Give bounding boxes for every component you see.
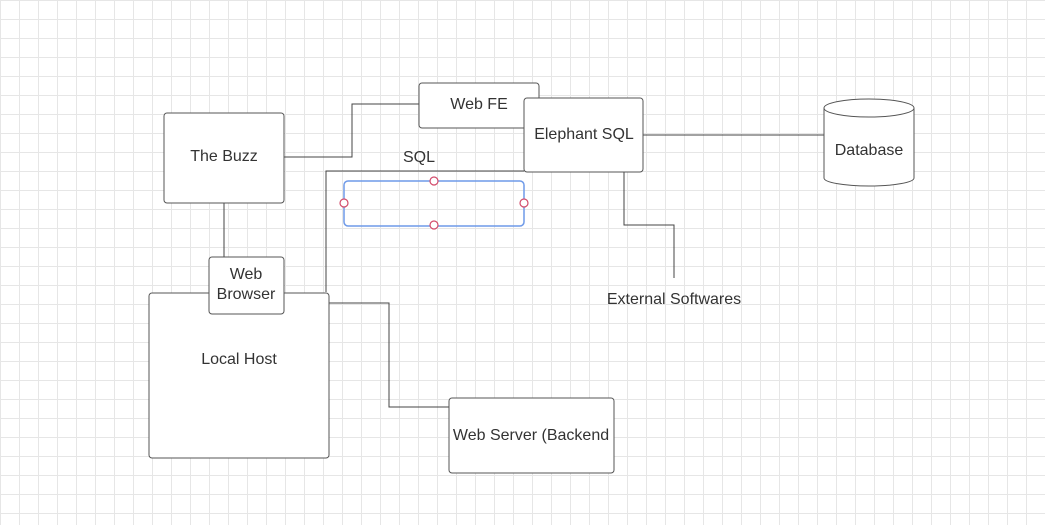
web-fe-node[interactable]: Web FE <box>418 82 540 129</box>
web-fe-label: Web FE <box>450 96 508 113</box>
resize-handle-left[interactable] <box>339 198 349 208</box>
connector-buzz-to-webfe[interactable] <box>284 103 419 158</box>
web-browser-node[interactable]: Web Browser <box>208 256 285 315</box>
local-host-node[interactable]: Local Host <box>148 292 330 459</box>
elephant-sql-node[interactable]: Elephant SQL <box>523 97 644 173</box>
resize-handle-bottom[interactable] <box>429 220 439 230</box>
resize-handle-top[interactable] <box>429 176 439 186</box>
selected-shape[interactable] <box>339 176 529 230</box>
connector-localhost-to-webserver[interactable] <box>329 302 449 408</box>
web-server-label: Web Server (Backend <box>453 427 609 444</box>
web-browser-label-line1: Web <box>230 266 263 283</box>
sql-label: SQL <box>403 149 435 166</box>
resize-handle-right[interactable] <box>519 198 529 208</box>
web-browser-label-line2: Browser <box>217 286 276 303</box>
database-node[interactable]: Database <box>823 98 915 187</box>
external-softwares-label: External Softwares <box>607 291 741 308</box>
database-label: Database <box>835 142 904 159</box>
connector-elephant-to-external[interactable] <box>623 172 675 278</box>
the-buzz-label: The Buzz <box>190 148 258 165</box>
the-buzz-node[interactable]: The Buzz <box>163 112 285 204</box>
web-server-node[interactable]: Web Server (Backend <box>448 397 615 474</box>
elephant-sql-label: Elephant SQL <box>534 126 634 143</box>
local-host-label: Local Host <box>201 351 277 368</box>
connectors <box>223 103 824 408</box>
connector-localhost-to-elephant[interactable] <box>325 170 524 292</box>
